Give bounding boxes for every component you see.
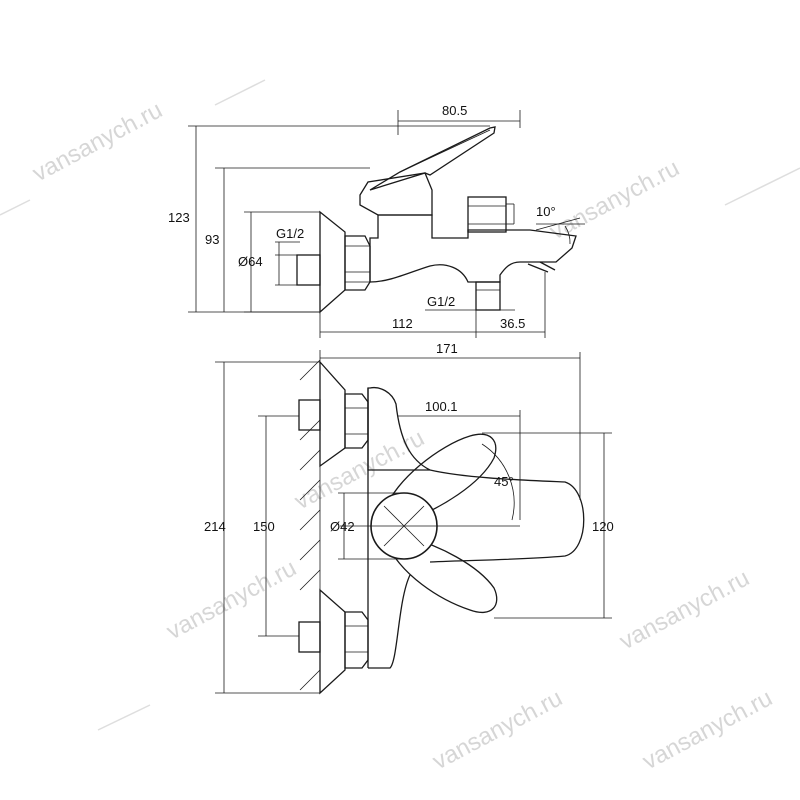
side-diverter-knob [467, 196, 507, 233]
side-inlet-pipe [296, 254, 321, 286]
front-body-plate [367, 386, 431, 471]
front-lower-pipe [298, 621, 321, 653]
front-dim-lever-reach: 100.1 [425, 399, 458, 414]
front-lower-flange [319, 588, 346, 695]
watermark-text-4: vansanych.ru [162, 554, 301, 645]
side-dim-thread-inlet: G1/2 [276, 226, 304, 241]
side-dim-top-width: 80.5 [442, 103, 467, 118]
side-dim-overall-height: 123 [168, 210, 190, 225]
side-mixer-body [369, 214, 577, 283]
side-dim-spout-height: 93 [205, 232, 219, 247]
side-wall-flange [319, 210, 346, 314]
front-dim-lever-angle: 45° [494, 474, 514, 489]
front-wall-hatching [299, 359, 321, 693]
side-dim-body-length: 112 [392, 316, 413, 331]
watermark-text-2: vansanych.ru [545, 154, 684, 245]
front-upper-pipe [298, 399, 321, 431]
front-lower-nut [344, 611, 369, 669]
side-view: 80.5 123 93 Ø64 G1/2 G1/2 112 36.5 1 [168, 103, 585, 338]
side-dim-flange-diameter: Ø64 [238, 254, 263, 269]
watermark-text-1: vansanych.ru [28, 96, 167, 187]
front-upper-flange [319, 360, 346, 468]
front-body-crescent [429, 469, 585, 563]
front-lever-lower [384, 537, 498, 613]
side-cartridge-cap [359, 172, 433, 216]
front-upper-nut [344, 393, 369, 449]
front-dim-overall-width: 171 [436, 341, 458, 356]
side-dim-outlet-thread: G1/2 [427, 294, 455, 309]
side-dim-angle: 10° [536, 204, 556, 219]
watermark-text-5: vansanych.ru [428, 684, 567, 775]
front-dim-lever-span: 120 [592, 519, 614, 534]
watermark-text-7: vansanych.ru [638, 684, 777, 775]
front-view: 171 100.1 45° Ø42 214 150 120 [204, 341, 614, 695]
side-dim-outlet-offset: 36.5 [500, 316, 525, 331]
front-dim-overall-height: 214 [204, 519, 226, 534]
side-outlet-pipe [475, 281, 501, 311]
front-lever-upper [384, 433, 497, 521]
watermark-text-6: vansanych.ru [615, 564, 754, 655]
front-dim-inlet-spacing: 150 [253, 519, 275, 534]
front-dim-knob-diameter: Ø42 [330, 519, 355, 534]
